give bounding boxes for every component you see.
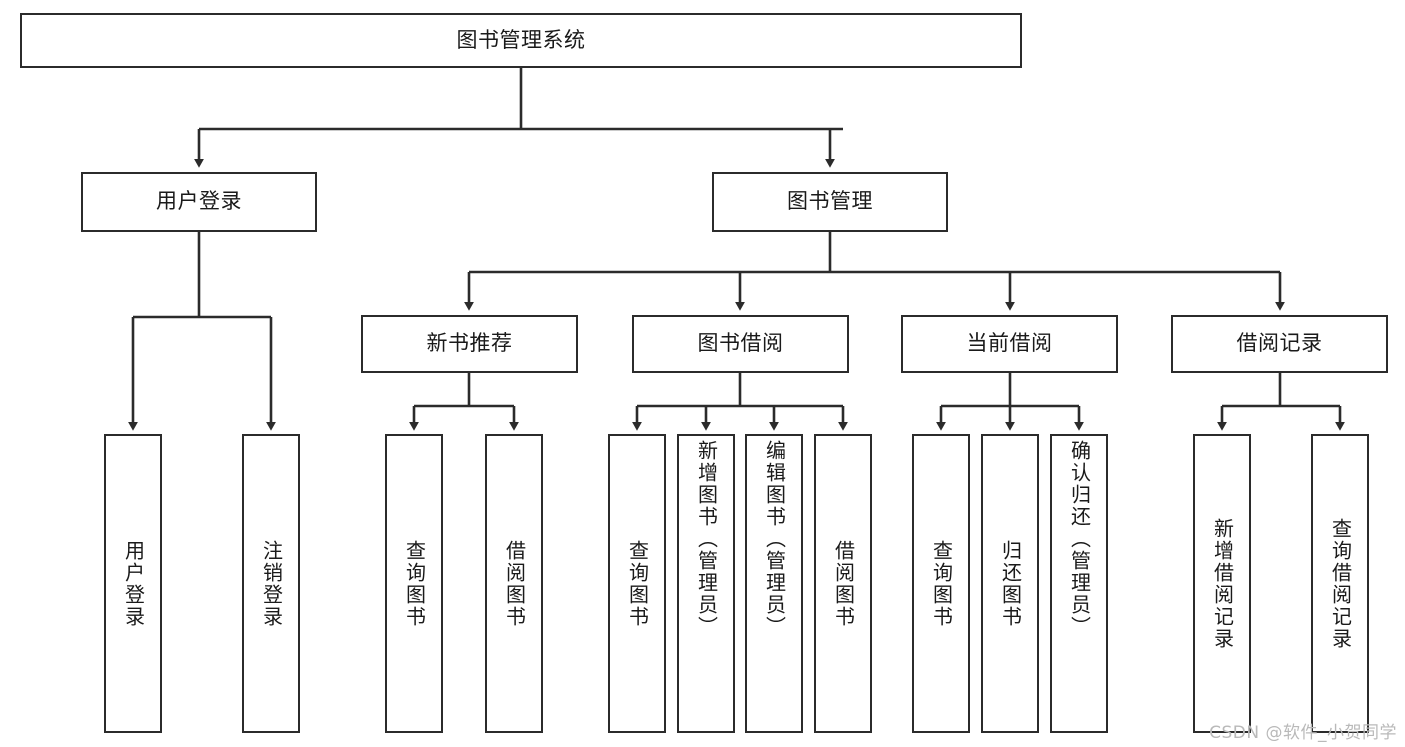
node-root-system[interactable]: 图书管理系统 xyxy=(20,13,1022,68)
node-leaf-user-logout[interactable]: 注销登录 xyxy=(242,434,300,733)
node-borrow-record[interactable]: 借阅记录 xyxy=(1171,315,1388,373)
node-current-borrow[interactable]: 当前借阅 xyxy=(901,315,1118,373)
node-leaf-add-borrow-record[interactable]: 新增借阅记录 xyxy=(1193,434,1251,733)
node-leaf-return-book[interactable]: 归还图书 xyxy=(981,434,1039,733)
node-label: 查询图书 xyxy=(929,539,954,628)
node-book-management[interactable]: 图书管理 xyxy=(712,172,948,232)
node-leaf-user-login[interactable]: 用户登录 xyxy=(104,434,162,733)
node-new-book-recommend[interactable]: 新书推荐 xyxy=(361,315,578,373)
node-leaf-query-book-recommend[interactable]: 查询图书 xyxy=(385,434,443,733)
node-leaf-borrow-book[interactable]: 借阅图书 xyxy=(814,434,872,733)
node-leaf-confirm-return-admin[interactable]: 确认归还（管理员） xyxy=(1050,434,1108,733)
node-book-borrow[interactable]: 图书借阅 xyxy=(632,315,849,373)
node-label: 借阅图书 xyxy=(502,539,527,628)
node-label: 注销登录 xyxy=(259,539,284,628)
node-label: 归还图书 xyxy=(998,539,1023,628)
node-label: 编辑图书（管理员） xyxy=(762,440,787,638)
node-label: 图书管理 xyxy=(787,189,873,214)
node-user-login[interactable]: 用户登录 xyxy=(81,172,317,232)
node-leaf-query-book-borrow[interactable]: 查询图书 xyxy=(608,434,666,733)
node-label: 当前借阅 xyxy=(966,331,1053,356)
node-label: 查询图书 xyxy=(625,539,650,628)
node-leaf-edit-book-admin[interactable]: 编辑图书（管理员） xyxy=(745,434,803,733)
node-label: 确认归还（管理员） xyxy=(1067,440,1092,638)
node-label: 借阅图书 xyxy=(831,539,856,628)
node-label: 查询借阅记录 xyxy=(1328,517,1353,650)
node-label: 新增图书（管理员） xyxy=(694,440,719,638)
node-label: 用户登录 xyxy=(156,189,242,214)
node-leaf-query-book-current[interactable]: 查询图书 xyxy=(912,434,970,733)
node-leaf-borrow-book-recommend[interactable]: 借阅图书 xyxy=(485,434,543,733)
node-label: 新书推荐 xyxy=(426,331,513,356)
node-leaf-add-book-admin[interactable]: 新增图书（管理员） xyxy=(677,434,735,733)
node-label: 新增借阅记录 xyxy=(1210,517,1235,650)
node-label: 图书管理系统 xyxy=(456,27,586,52)
csdn-watermark: CSDN @软件_小贺同学 xyxy=(1209,723,1397,743)
node-label: 图书借阅 xyxy=(697,331,784,356)
node-label: 用户登录 xyxy=(121,539,146,628)
node-label: 借阅记录 xyxy=(1236,331,1323,356)
node-leaf-query-borrow-record[interactable]: 查询借阅记录 xyxy=(1311,434,1369,733)
node-label: 查询图书 xyxy=(402,539,427,628)
